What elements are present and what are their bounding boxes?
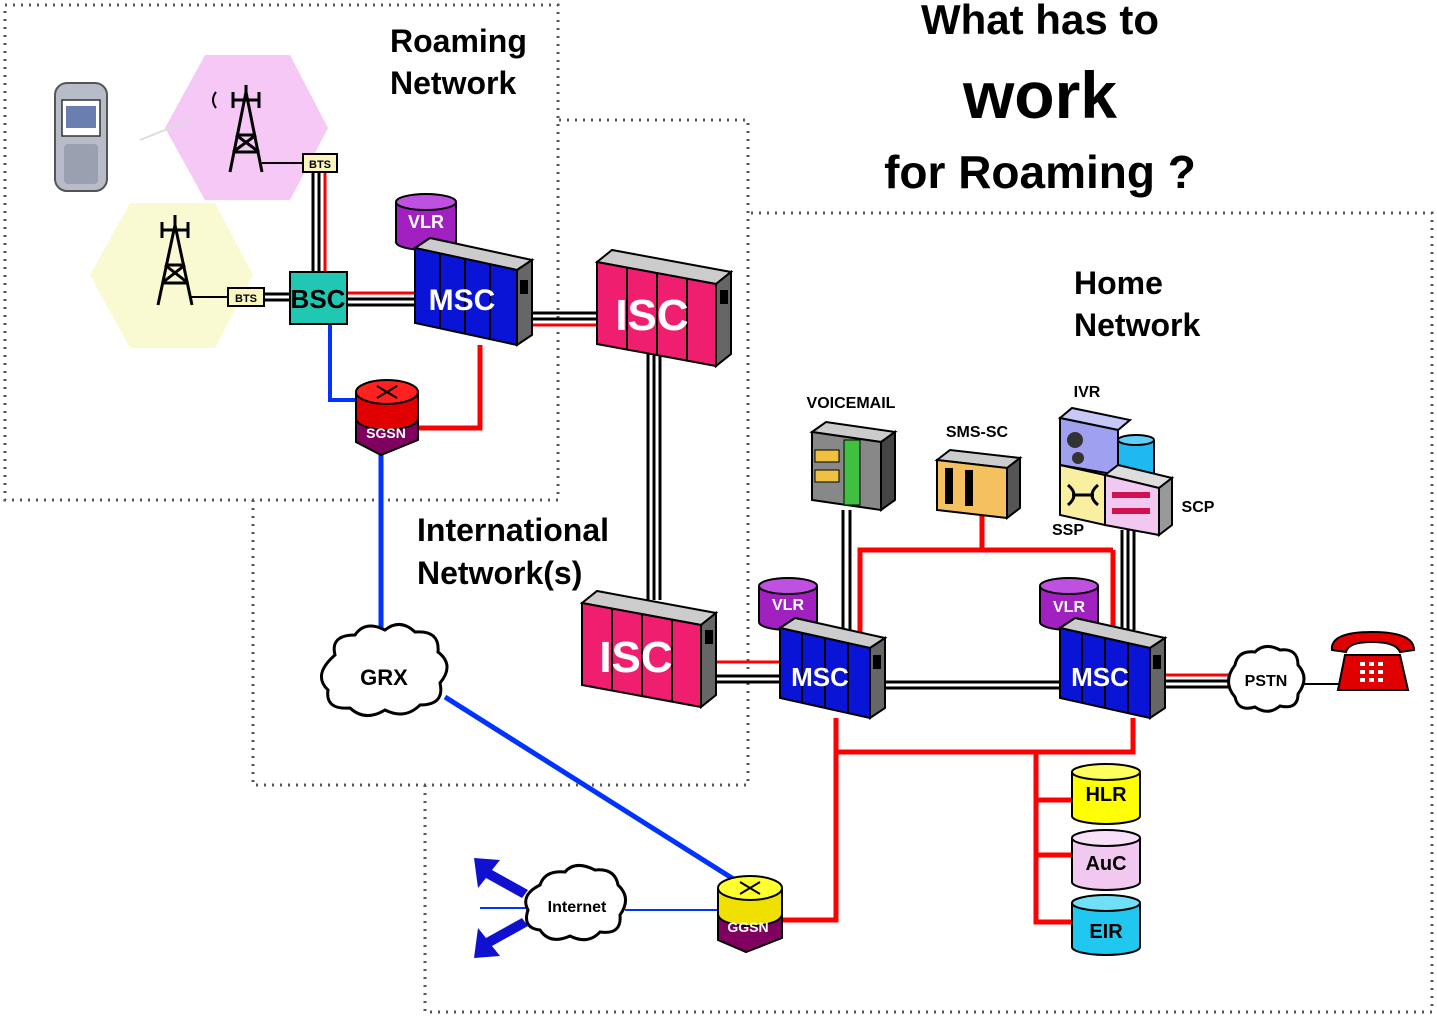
scp-label: SCP <box>1182 499 1215 516</box>
vlr-home-right-label: VLR <box>1053 599 1085 616</box>
link-msc-msc-home <box>880 680 1065 690</box>
ssp: SSP <box>1052 463 1106 539</box>
link-bsc-sgsn <box>328 325 356 402</box>
auc: AuC <box>1071 829 1141 891</box>
bts-top-label: BTS <box>309 159 331 171</box>
msc-home-right-label: MSC <box>1071 662 1129 692</box>
grx-cloud: GRX <box>319 623 449 717</box>
vlr-roaming: VLR <box>395 193 457 251</box>
vlr-roaming-label: VLR <box>408 212 444 232</box>
region-boundaries <box>3 3 1434 1014</box>
arrow-icon <box>474 858 528 958</box>
roaming-network-label-1: Roaming <box>390 23 527 59</box>
link-msc-pstn <box>1160 673 1232 689</box>
link-in-bus <box>857 547 1113 640</box>
link-bts-bsc-top <box>311 172 327 272</box>
link-phone-cell <box>139 119 191 141</box>
pstn-cloud: PSTN <box>1227 645 1306 713</box>
title-line-2: work <box>962 58 1117 132</box>
bsc-label: BSC <box>291 284 346 314</box>
msc-roaming-label: MSC <box>429 284 496 317</box>
isc-top: ISC <box>594 248 734 369</box>
sgsn-label: SGSN <box>366 425 406 441</box>
isc-bottom-label: ISC <box>599 633 672 682</box>
router-icon <box>376 385 398 399</box>
voicemail-label: VOICEMAIL <box>807 395 896 412</box>
international-network-label-2: Network(s) <box>417 555 582 591</box>
home-network-label-1: Home <box>1074 265 1163 301</box>
pstn-label: PSTN <box>1245 673 1288 690</box>
link-data-branch <box>1033 752 1072 925</box>
auc-label: AuC <box>1085 853 1126 875</box>
title-line-1: What has to <box>921 0 1159 43</box>
link-grx-ggsn <box>443 694 737 883</box>
msc-home-left: MSC <box>777 616 888 720</box>
ggsn: GGSN <box>717 875 783 954</box>
link-bsc-msc <box>347 291 418 307</box>
eir-label: EIR <box>1089 921 1123 943</box>
ivr: IVR <box>1057 384 1155 480</box>
antenna-tower-icon <box>212 85 264 173</box>
eir: EIR <box>1071 894 1141 956</box>
radio-cell-pink <box>165 55 328 200</box>
link-bus-ggsn <box>782 752 839 923</box>
mobile-phone-icon <box>54 82 108 192</box>
bts-bottom: BTS <box>227 287 265 307</box>
link-isc-isc <box>646 350 662 600</box>
bts-bottom-label: BTS <box>235 293 257 305</box>
telephone-icon <box>1330 630 1416 691</box>
title: What has to work for Roaming ? <box>884 0 1196 198</box>
link-voicemail-msc <box>841 510 852 638</box>
isc-top-label: ISC <box>615 291 688 340</box>
home-network-label-2: Network <box>1074 307 1200 343</box>
sms-sc-label: SMS-SC <box>946 424 1009 441</box>
hlr: HLR <box>1071 763 1141 825</box>
home-network-boundary <box>423 211 1434 1014</box>
ssp-label: SSP <box>1052 522 1084 539</box>
roaming-network-boundary <box>3 3 560 502</box>
msc-home-right: MSC <box>1057 616 1168 720</box>
router-icon <box>739 881 761 895</box>
msc-home-left-label: MSC <box>791 662 849 692</box>
internet-label: Internet <box>548 899 607 916</box>
msc-roaming: MSC <box>412 236 535 347</box>
vlr-home-left-label: VLR <box>772 597 804 614</box>
isc-bottom: ISC <box>579 589 719 710</box>
bts-top: BTS <box>302 153 338 173</box>
link-bts-bsc-bottom <box>265 292 290 302</box>
bsc: BSC <box>289 271 348 325</box>
antenna-tower-icon <box>156 215 194 306</box>
sms-sc: SMS-SC <box>934 424 1023 521</box>
sgsn: SGSN <box>355 379 419 457</box>
international-network-label-1: International <box>417 512 609 548</box>
link-msc-sgsn <box>418 345 483 431</box>
internet-cloud: Internet <box>524 864 627 942</box>
hlr-label: HLR <box>1085 784 1127 806</box>
links <box>139 119 1345 925</box>
link-msc-data-bus <box>833 718 1136 755</box>
ggsn-label: GGSN <box>727 919 768 935</box>
ivr-label: IVR <box>1074 384 1101 401</box>
grx-label: GRX <box>360 665 408 690</box>
roaming-network-label-2: Network <box>390 65 516 101</box>
voicemail: VOICEMAIL <box>807 395 898 512</box>
link-scp-msc <box>1120 530 1136 630</box>
title-line-3: for Roaming ? <box>884 146 1196 198</box>
scp: SCP <box>1102 463 1215 538</box>
